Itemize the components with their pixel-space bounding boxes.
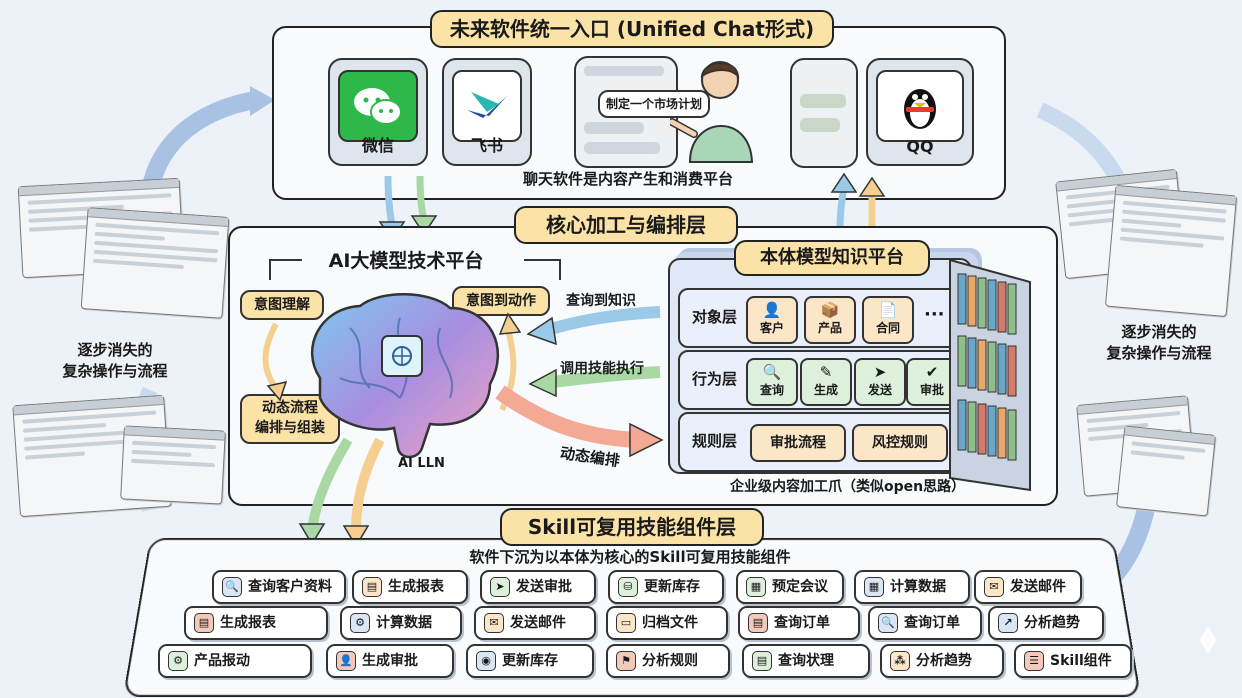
ai-platform-title: AI大模型技术平台	[328, 250, 484, 272]
qq-penguin-icon	[904, 89, 936, 129]
skill-update-inventory[interactable]: ⛁ 更新库存	[608, 570, 724, 604]
core-footer: 企业级内容加工爪（类似open思路）	[730, 479, 966, 495]
skill-send-email[interactable]: ✉ 发送邮件	[474, 606, 596, 640]
skill-query-customer[interactable]: 🔍 查询客户资料	[212, 570, 346, 604]
fading-window	[120, 425, 226, 505]
report-icon: ▤	[362, 577, 382, 597]
component-icon: ☰	[1024, 651, 1044, 671]
qq-label: QQ	[906, 137, 934, 156]
skill-layer-title: Skill可复用技能组件层	[500, 508, 764, 546]
chat-phone-right[interactable]	[790, 58, 858, 168]
chat-bubble: 制定一个市场计划	[598, 90, 710, 118]
customer-object[interactable]: 👤 客户	[746, 296, 798, 344]
rule-layer: 规则层 审批流程 风控规则	[678, 412, 958, 472]
right-side-caption: 逐步消失的 复杂操作与流程	[1106, 323, 1212, 362]
rule-icon: ⚑	[616, 651, 636, 671]
skill-analyze-trend[interactable]: ⁂ 分析趋势	[880, 644, 1004, 678]
skill-layer-subtitle: 软件下沉为以本体为核心的Skill可复用技能组件	[469, 548, 791, 566]
object-layer: 对象层 👤 客户 📦 产品 📄 合同 ···	[678, 288, 958, 348]
contract-object[interactable]: 📄 合同	[862, 296, 914, 344]
search-icon: 🔍	[878, 613, 898, 633]
rule-layer-name: 规则层	[692, 432, 738, 450]
wechat-label: 微信	[361, 136, 394, 155]
more-objects: ···	[924, 304, 945, 325]
feishu-app[interactable]: 飞书	[442, 58, 532, 166]
skill-component[interactable]: ☰ Skill组件	[1014, 644, 1132, 678]
person-illustration	[670, 61, 754, 163]
feishu-label: 飞书	[470, 136, 503, 155]
user-icon: 👤	[762, 301, 782, 319]
search-icon: 🔍	[222, 577, 242, 597]
core-processing-title: 核心加工与编排层	[514, 206, 738, 244]
ai-platform-bracket	[269, 259, 561, 280]
query-behavior[interactable]: 🔍 查询	[746, 358, 798, 406]
skill-analyze-rules[interactable]: ⚑ 分析规则	[606, 644, 730, 678]
bookshelf-illustration	[949, 258, 1031, 492]
fading-window	[80, 207, 230, 319]
left-side-caption: 逐步消失的 复杂操作与流程	[62, 341, 168, 380]
skill-generate-approval[interactable]: 👤 生成审批	[326, 644, 454, 678]
brain-label: AI LLN	[398, 456, 445, 471]
document-icon: 📄	[878, 301, 898, 319]
skill-calculate-data[interactable]: ▦ 计算数据	[854, 570, 970, 604]
check-icon: ✔	[925, 363, 939, 381]
edit-icon: ✎	[819, 363, 833, 381]
user-icon: 👤	[336, 651, 356, 671]
skill-book-meeting[interactable]: ▦ 预定会议	[736, 570, 844, 604]
database-icon: ⛁	[618, 577, 638, 597]
brain-illustration	[310, 293, 500, 459]
box-icon: 📦	[820, 301, 840, 319]
behavior-layer-name: 行为层	[692, 370, 738, 388]
approval-flow-rule[interactable]: 审批流程	[750, 424, 846, 462]
skill-analyze-trend[interactable]: ↗ 分析趋势	[988, 606, 1104, 640]
behavior-layer: 行为层 🔍 查询 ✎ 生成 ➤ 发送 ✔ 审批	[678, 350, 958, 410]
wechat-app[interactable]: 微信	[328, 58, 428, 166]
network-icon: ⁂	[890, 651, 910, 671]
ontology-title: 本体模型知识平台	[734, 240, 930, 276]
skill-generate-report[interactable]: ▤ 生成报表	[352, 570, 468, 604]
ai-cycle-arrows	[262, 312, 522, 412]
skill-update-inventory[interactable]: ◉ 更新库存	[466, 644, 594, 678]
skill-product-report[interactable]: ⚙ 产品报动	[158, 644, 312, 678]
calendar-icon: ▦	[746, 577, 766, 597]
qq-app[interactable]: QQ	[866, 58, 974, 166]
gear-icon: ⚙	[350, 613, 370, 633]
top-subtitle: 聊天软件是内容产生和消费平台	[522, 170, 733, 188]
skill-send-approval[interactable]: ➤ 发送审批	[480, 570, 596, 604]
skill-query-order[interactable]: ▤ 查询订单	[738, 606, 860, 640]
wechat-icon	[354, 88, 402, 125]
status-icon: ▤	[752, 651, 772, 671]
calculator-icon: ▦	[864, 577, 884, 597]
risk-control-rule[interactable]: 风控规则	[852, 424, 948, 462]
send-behavior[interactable]: ➤ 发送	[854, 358, 906, 406]
fading-window	[1104, 184, 1238, 318]
skill-calculate-data[interactable]: ⚙ 计算数据	[340, 606, 462, 640]
generate-behavior[interactable]: ✎ 生成	[800, 358, 852, 406]
mail-icon: ✉	[484, 613, 504, 633]
trend-icon: ↗	[998, 613, 1018, 633]
send-icon: ➤	[873, 363, 887, 381]
skill-query-status[interactable]: ▤ 查询状理	[742, 644, 870, 678]
skill-generate-report[interactable]: ▤ 生成报表	[184, 606, 328, 640]
skill-archive-file[interactable]: ▭ 归档文件	[606, 606, 728, 640]
folder-icon: ▭	[616, 613, 636, 633]
invoke-skill-label: 调用技能执行	[560, 361, 644, 377]
unified-entry-title: 未来软件统一入口 (Unified Chat形式)	[430, 10, 834, 48]
search-icon: 🔍	[762, 363, 782, 381]
mail-icon: ✉	[984, 577, 1004, 597]
dynamic-orchestration-badge: 动态流程 编排与组装	[240, 394, 340, 444]
product-object[interactable]: 📦 产品	[804, 296, 856, 344]
send-icon: ➤	[490, 577, 510, 597]
query-knowledge-label: 查询到知识	[566, 293, 636, 309]
skill-send-email[interactable]: ✉ 发送邮件	[974, 570, 1082, 604]
eye-icon: ◉	[476, 651, 496, 671]
skill-query-order[interactable]: 🔍 查询订单	[868, 606, 982, 640]
order-icon: ▤	[748, 613, 768, 633]
fading-window	[1115, 425, 1217, 517]
report-icon: ▤	[194, 613, 214, 633]
gear-icon: ⚙	[168, 651, 188, 671]
intent-understanding-badge: 意图理解	[240, 290, 324, 320]
object-layer-name: 对象层	[692, 308, 738, 326]
feishu-icon	[467, 92, 507, 118]
